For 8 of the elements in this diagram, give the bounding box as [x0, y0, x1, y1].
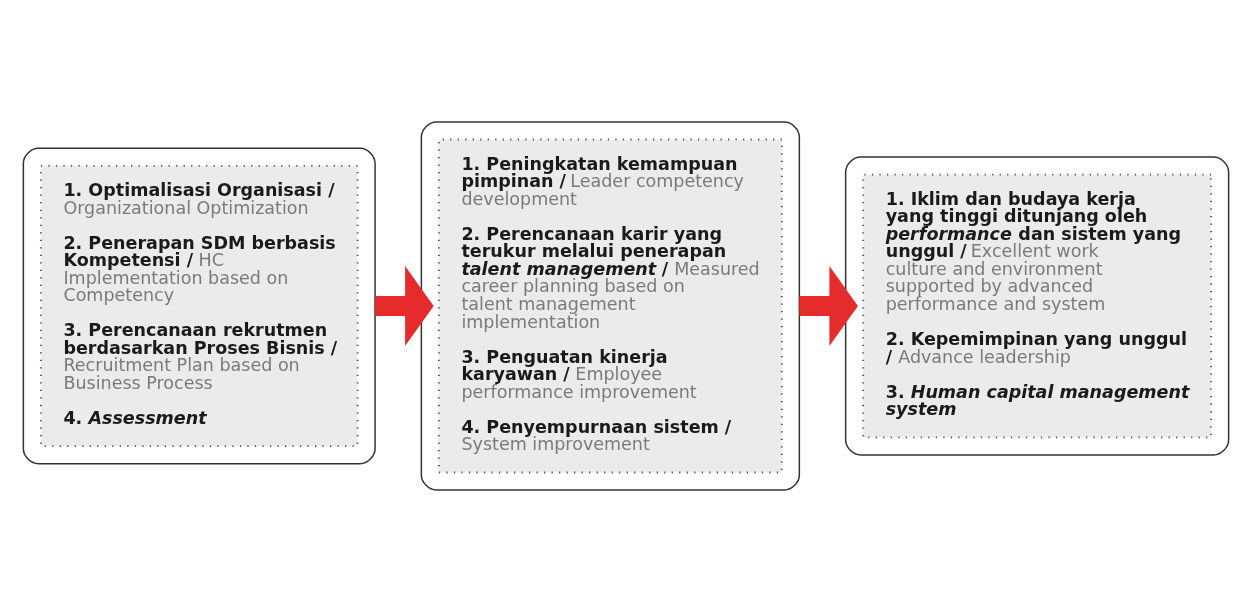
arrow — [799, 266, 858, 346]
arrow — [375, 266, 434, 346]
cluster — [844, 156, 1230, 456]
node-box: 1. Peningkatan kemampuan pimpinan / Leader competency development 2. Perencanaan karir yang terukur melalui penerapan talent management / Measured career planning based on talent management implementation 3. Penguatan kinerja karyawan / Employee performance improvement 4. Penyempurnaan sistem / System improvement — [437, 138, 783, 474]
node-box: 1. Optimalisasi Organisasi / Organizational Optimization 2. Penerapan SDM berbasis Kompetensi / HC Implementation based on Competency 3. Perencanaan rekrutmen berdasarkan Proses Bisnis / Recruitment Plan based on Business Process 4. Assessment — [39, 164, 359, 448]
cluster — [420, 121, 801, 491]
node-box: 1. Iklim dan budaya kerja yang tinggi ditunjang oleh performance dan sistem yang unggul / Excellent work culture and environment supported by advanced performance and system 2. Kepemimpinan yang unggul / Advance leadership 3. Human capital management system — [862, 173, 1213, 439]
cluster — [22, 147, 376, 465]
